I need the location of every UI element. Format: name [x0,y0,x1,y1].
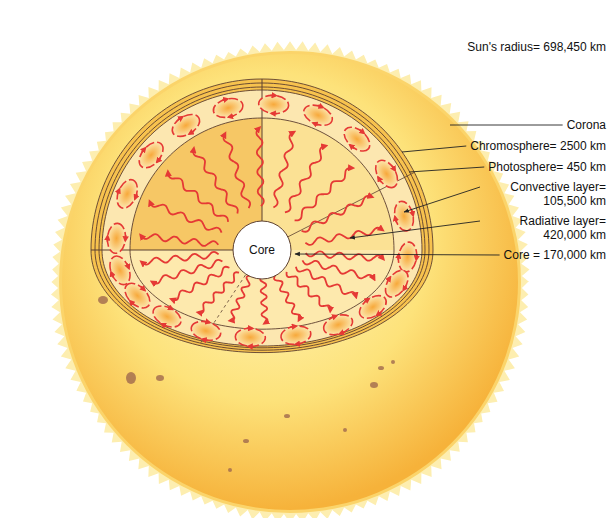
layer-boundary [91,79,433,353]
radiation-arrow [150,202,222,233]
convection-cell [106,223,126,254]
convection-cell [211,96,244,120]
convection-cell [355,291,390,323]
corona-glow [51,41,530,518]
convection-cell [381,266,413,301]
radiation-arrow [285,146,326,213]
chromosphere-label: Chromosphere= 2500 km [470,139,606,153]
sunspot [228,468,232,472]
corona-label: Corona [567,118,606,132]
sunspot [243,439,249,443]
sunspot [391,360,395,364]
radiation-arrow [274,275,300,320]
core-label: Core [249,243,275,257]
sunspot [98,296,108,304]
radiation-arrow [198,272,239,312]
convection-cell [235,328,266,347]
radiation-arrow [141,234,218,246]
radiation-arrow [168,172,228,222]
sunspot [343,428,347,432]
convection-cell [340,123,374,156]
sunspot [156,375,164,381]
radius-label: Sun's radius= 698,450 km [467,40,606,54]
radiation-arrow [223,134,250,208]
leader-line [404,187,480,212]
leader-line [409,167,484,172]
sunspot [126,372,136,384]
leader-line [450,125,563,126]
radiation-arrow [305,228,382,245]
sunspot [284,414,290,418]
leader-line [295,254,500,255]
radiation-arrow [273,132,293,207]
convection-cell [150,302,185,332]
sunspot [378,366,384,370]
convection-cell [397,241,419,273]
convection-cell [113,177,141,212]
convection-cell [168,110,203,141]
radiation-arrow [302,196,372,232]
convection-cell [258,94,289,114]
photosphere-label: Photosphere= 450 km [488,160,606,174]
radiative-label: Radiative layer= 420,000 km [484,214,606,242]
convection-cell [280,324,312,346]
radiation-arrow [193,149,237,214]
radiation-arrow [142,252,219,265]
convection-cell [301,101,336,129]
radiation-arrow [302,260,374,278]
radiation-arrow [306,251,383,260]
radiation-arrow [287,272,331,311]
radiation-arrow [260,276,267,323]
sunspot [370,382,378,388]
outer-layers [91,79,433,353]
core-size-label: Core = 170,000 km [504,248,606,262]
sun-edge [59,51,521,513]
convection-cell [392,199,416,232]
leader-line [350,221,480,238]
convection-cell [106,253,134,288]
core-circle: Core [232,220,292,280]
radiation-arrow [152,260,222,284]
radiation-arrow [256,128,263,206]
convection-cell [371,156,402,191]
convection-cell [135,138,168,172]
convective-label: Convective layer= 105,500 km [484,180,606,208]
convection-cell [189,319,222,344]
convection-cell [321,311,355,338]
radiation-arrow [296,267,356,297]
sun-disc [62,54,518,510]
leader-line [402,146,466,152]
